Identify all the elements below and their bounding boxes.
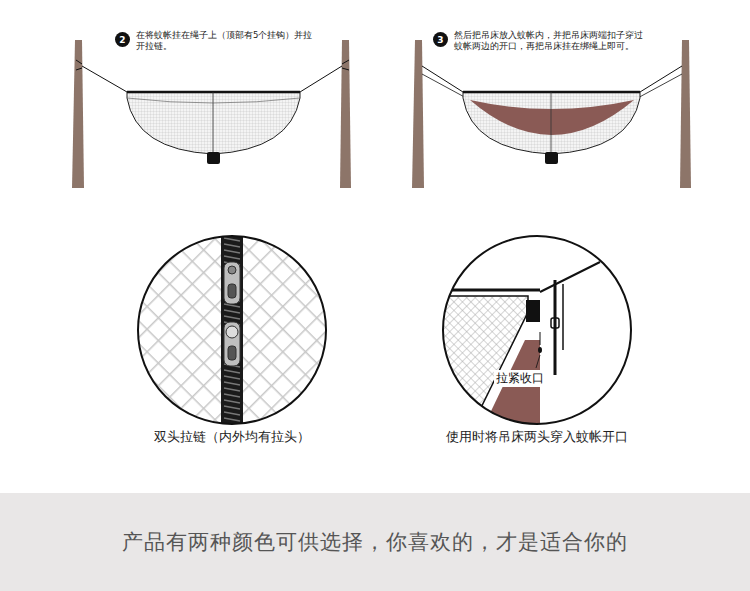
callout-label: 拉紧收口 (494, 370, 546, 387)
callout-number: 2 (115, 32, 130, 47)
zipper-detail (130, 230, 340, 430)
step2-scene (72, 40, 351, 188)
opening-detail (440, 230, 640, 430)
step3-scene (412, 40, 691, 188)
callout-number: 3 (433, 32, 448, 47)
caption: 双头拉链（内外均有拉头） (154, 428, 310, 446)
node-text: 3 (437, 35, 443, 45)
node-text: 产品有两种颜色可供选择，你喜欢的，才是适合你的 (122, 528, 628, 556)
node-text: 2 (119, 35, 125, 45)
footer-band: 产品有两种颜色可供选择，你喜欢的，才是适合你的 (0, 493, 750, 591)
step-note: 然后把吊床放入蚊帐内，并把吊床两端扣子穿过蚊帐两边的开口，再把吊床挂在绑绳上即可… (454, 30, 646, 52)
step-note: 在将蚊帐挂在绳子上（顶部有5个挂钩）并拉开拉链。 (136, 30, 314, 52)
caption: 使用时将吊床两头穿入蚊帐开口 (446, 428, 628, 446)
